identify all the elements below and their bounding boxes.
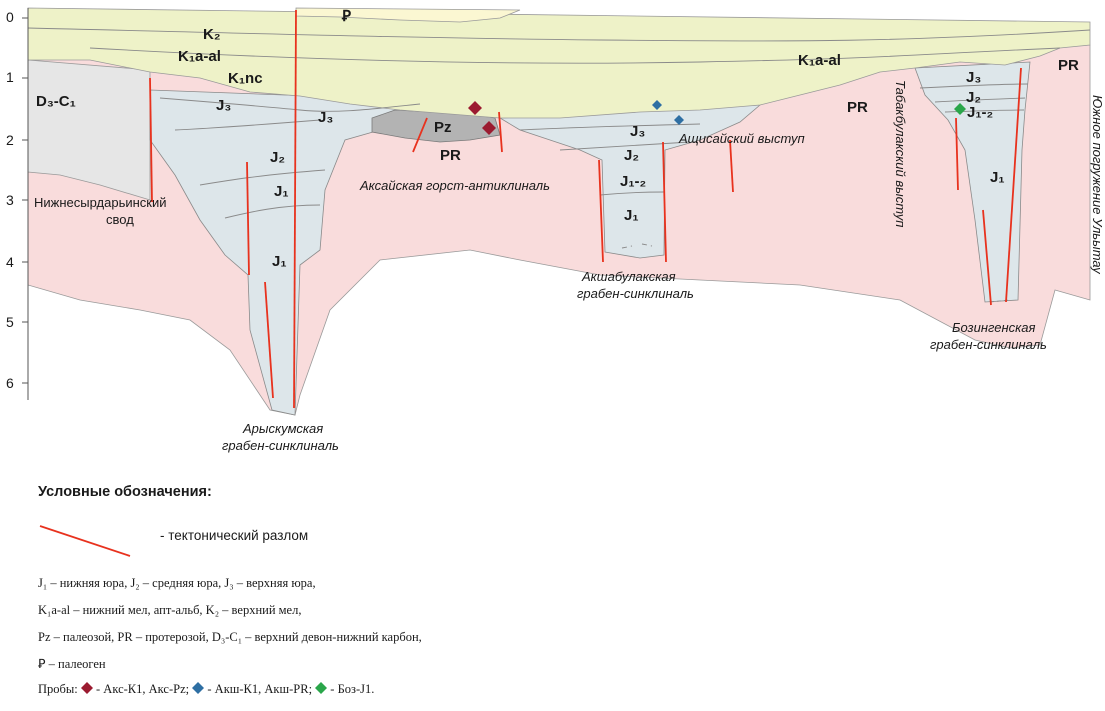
sample-red-1 bbox=[468, 101, 482, 115]
legend-line-cretaceous: K₁a-al – нижний мел, апт-альб, K₂ – верх… bbox=[38, 603, 302, 617]
depth-tick-1: 1 bbox=[6, 69, 14, 85]
legend-samples-green: - Боз-J1. bbox=[330, 682, 375, 696]
label-aryskum-1: Арыскумская bbox=[242, 421, 323, 436]
unit-d3c1: D₃-C₁ bbox=[36, 93, 76, 110]
fault-8 bbox=[662, 141, 667, 263]
diamond-red-icon bbox=[80, 682, 93, 694]
sample-blue-1 bbox=[652, 100, 662, 110]
sample-red-2 bbox=[482, 121, 496, 135]
depth-axis bbox=[22, 8, 29, 400]
label-tabakbulak-uplift: Табакбулакский выступ bbox=[893, 80, 908, 227]
unit-j1-a: J₁ bbox=[274, 183, 289, 200]
sample-green-1 bbox=[954, 103, 966, 115]
unit-j12-c: J₁-₂ bbox=[620, 173, 646, 190]
fault-3 bbox=[293, 9, 297, 409]
legend-samples-blue: - Акш-К1, Акш-PR; bbox=[207, 682, 313, 696]
unit-j1-b: J₁ bbox=[272, 253, 287, 270]
unit-k1aal-left: K₁a-al bbox=[178, 48, 221, 65]
unit-k1aal-right: K₁a-al bbox=[798, 52, 841, 69]
stratigraphic-boundaries bbox=[27, 27, 1091, 303]
legend-samples-red: - Акс-К1, Акс-Pz; bbox=[96, 682, 190, 696]
unit-j2-a: J₂ bbox=[270, 149, 285, 166]
label-aryskum-2: грабен-синклиналь bbox=[222, 438, 339, 453]
unit-j12-d: J₁-₂ bbox=[967, 104, 993, 121]
depth-tick-3: 3 bbox=[6, 192, 14, 208]
label-nizhnesyrdarya-1: Нижнесырдарьинский bbox=[34, 195, 167, 210]
depth-tick-0: 0 bbox=[6, 9, 14, 25]
unit-pz: Pz bbox=[434, 119, 452, 136]
fault-2 bbox=[246, 161, 250, 276]
unit-j1-d: J₁ bbox=[990, 169, 1005, 186]
depth-tick-5: 5 bbox=[6, 314, 14, 330]
label-akshabulak-1: Акшабулакская bbox=[581, 269, 676, 284]
paleogene-cap bbox=[295, 7, 521, 23]
fault-1 bbox=[149, 77, 153, 203]
akshabulak-graben-jurassic bbox=[498, 104, 762, 259]
unit-pr-a: PR bbox=[440, 147, 461, 164]
unit-k1nc: K₁nc bbox=[228, 70, 263, 87]
label-bozingen-2: грабен-синклиналь bbox=[930, 337, 1047, 352]
legend-title: Условные обозначения: bbox=[38, 484, 212, 500]
diamond-blue-icon bbox=[192, 682, 205, 694]
legend-fault-row: - тектонический разлом bbox=[38, 522, 438, 562]
diamond-green-icon bbox=[315, 682, 328, 694]
unit-paleogene: Ꝑ bbox=[341, 8, 351, 25]
fault-10 bbox=[955, 117, 959, 191]
unit-k2: K₂ bbox=[203, 26, 221, 43]
label-bozingen-1: Бозингенская bbox=[952, 320, 1035, 335]
sample-markers bbox=[468, 100, 966, 135]
label-aksai-horst: Аксайская горст-антиклиналь bbox=[359, 178, 550, 193]
unit-j3-d: J₃ bbox=[966, 69, 981, 86]
unit-pr-c: PR bbox=[1058, 57, 1079, 74]
unit-j3-c: J₃ bbox=[630, 123, 645, 140]
label-akshabulak-2: грабен-синклиналь bbox=[577, 286, 694, 301]
depth-tick-2: 2 bbox=[6, 132, 14, 148]
legend-fault-text: - тектонический разлом bbox=[160, 528, 309, 543]
unit-j2-d: J₂ bbox=[966, 89, 981, 106]
label-ashisai-uplift: Ащисайский выступ bbox=[678, 131, 805, 146]
unit-j3-b: J₃ bbox=[318, 109, 333, 126]
sample-blue-2 bbox=[674, 115, 684, 125]
legend-samples-prefix: Пробы: bbox=[38, 682, 78, 696]
legend-fault-line bbox=[39, 525, 131, 557]
unit-pr-b: PR bbox=[847, 99, 868, 116]
label-nizhnesyrdarya-2: свод bbox=[106, 212, 134, 227]
depth-tick-4: 4 bbox=[6, 254, 14, 270]
legend-line-paleogene: Ꝑ – палеоген bbox=[38, 657, 106, 671]
geologic-cross-section: 0 1 2 3 4 5 6 K₂ Ꝑ K₁a-al K₁a-al K₁nc D₃… bbox=[6, 7, 1105, 453]
fault-4 bbox=[264, 281, 274, 399]
depth-tick-6: 6 bbox=[6, 375, 14, 391]
unit-j2-c: J₂ bbox=[624, 147, 639, 164]
fault-11 bbox=[982, 209, 992, 306]
fault-5 bbox=[412, 117, 428, 153]
aryskum-graben-jurassic bbox=[149, 89, 422, 416]
bozingen-graben-jurassic bbox=[914, 61, 1031, 303]
legend-line-basement: Pz – палеозой, PR – протерозой, D₃-C₁ – … bbox=[38, 630, 422, 644]
fault-9 bbox=[729, 139, 734, 193]
fault-7 bbox=[598, 159, 604, 263]
tectonic-faults bbox=[149, 9, 1022, 409]
legend: Условные обозначения: - тектонический ра… bbox=[38, 478, 1078, 708]
unit-j3-a: J₃ bbox=[216, 97, 231, 114]
fault-12 bbox=[1005, 67, 1022, 303]
label-ultau-slope: Южное погружение Ульытау bbox=[1090, 95, 1105, 275]
legend-line-samples: Пробы: - Акс-К1, Акс-Pz; - Акш-К1, Акш-P… bbox=[38, 682, 374, 697]
legend-line-jurassic: J₁ – нижняя юра, J₂ – средняя юра, J₃ – … bbox=[38, 576, 316, 590]
fault-6 bbox=[498, 111, 503, 153]
unit-j1-c: J₁ bbox=[624, 207, 639, 224]
